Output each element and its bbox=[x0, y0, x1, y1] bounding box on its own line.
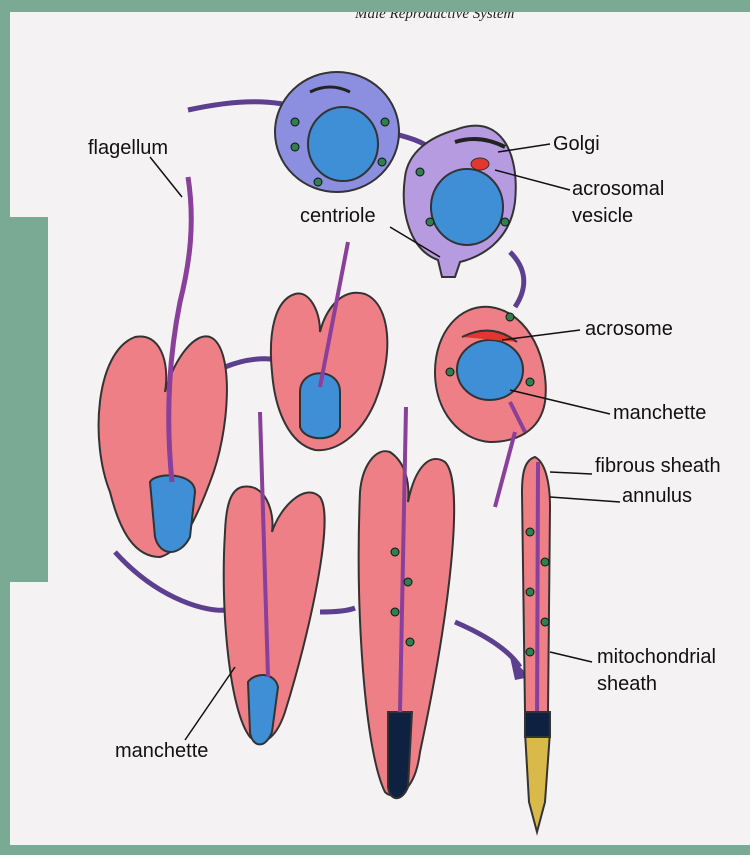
connector-arc bbox=[320, 608, 355, 612]
elongating-spermatid-left bbox=[99, 177, 227, 557]
connector-arc bbox=[510, 252, 524, 307]
label-manchette-right: manchette bbox=[613, 402, 706, 424]
golgi-stage-spermatid bbox=[404, 126, 516, 277]
elongating-spermatid-middle bbox=[271, 242, 387, 450]
label-golgi: Golgi bbox=[553, 133, 600, 155]
elongated-spermatid-tall bbox=[359, 407, 454, 798]
label-centriole: centriole bbox=[300, 205, 376, 227]
spermiogenesis-diagram: flagellum Golgi acrosomal vesicle centri… bbox=[10, 12, 750, 845]
label-fibrous-sheath: fibrous sheath bbox=[595, 455, 721, 477]
elongated-spermatid-bottom-left bbox=[224, 412, 325, 744]
textbook-page: Male Reproductive System bbox=[10, 12, 750, 845]
label-annulus: annulus bbox=[622, 485, 692, 507]
label-acrosome: acrosome bbox=[585, 318, 673, 340]
connector-arc bbox=[115, 552, 225, 610]
connector-arc bbox=[455, 622, 520, 667]
label-mitochondrial-sheath-1: mitochondrial bbox=[597, 646, 716, 668]
label-acrosomal-vesicle-2: vesicle bbox=[572, 205, 633, 227]
label-mitochondrial-sheath-2: sheath bbox=[597, 673, 657, 695]
label-flagellum: flagellum bbox=[88, 137, 168, 159]
early-spermatid bbox=[275, 72, 399, 192]
label-manchette-bottom: manchette bbox=[115, 740, 208, 762]
mature-spermatozoon bbox=[522, 457, 550, 832]
label-acrosomal-vesicle-1: acrosomal bbox=[572, 178, 664, 200]
